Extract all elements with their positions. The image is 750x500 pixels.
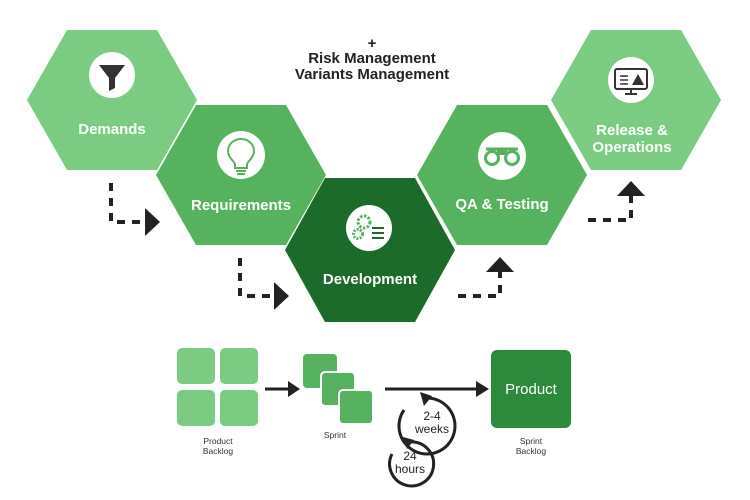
stage-release-operations: Release & Operations xyxy=(551,30,721,170)
increment-label-line2: Backlog xyxy=(516,446,547,456)
stage-demands-label: Demands xyxy=(78,121,146,138)
note-variants-management: Variants Management xyxy=(295,66,449,83)
stage-qa-testing: QA & Testing xyxy=(417,105,587,245)
binoculars-icon xyxy=(478,132,526,180)
connector-demands-to-requirements xyxy=(109,183,160,236)
lightbulb-icon xyxy=(217,131,265,179)
cycle-weeks-line1: 2-4 xyxy=(423,409,441,423)
stage-release-label-line2: Operations xyxy=(592,139,671,156)
backlog-square-3 xyxy=(177,390,215,426)
stage-demands-hex xyxy=(27,30,197,170)
stage-requirements: Requirements xyxy=(156,105,326,245)
product-increment: Product Sprint Backlog xyxy=(491,350,571,456)
product-box xyxy=(491,350,571,428)
backlog-square-1 xyxy=(177,348,215,384)
arrow-sprint-to-product xyxy=(385,381,489,397)
backlog-square-2 xyxy=(220,348,258,384)
product-backlog: Product Backlog xyxy=(177,348,258,456)
stage-requirements-label: Requirements xyxy=(191,197,291,214)
backlog-label-line1: Product xyxy=(203,436,233,446)
dashed-connectors xyxy=(109,181,645,310)
connector-development-to-qa xyxy=(458,257,514,298)
increment-label-line1: Sprint xyxy=(520,436,543,446)
sprint-stack: Sprint xyxy=(303,354,374,440)
cycle-hours-line2: hours xyxy=(395,462,425,476)
sprint-label: Sprint xyxy=(324,430,347,440)
note-plus: + xyxy=(368,35,377,52)
stage-qa-testing-label: QA & Testing xyxy=(455,196,548,213)
funnel-icon xyxy=(89,52,135,98)
monitor-warning-icon xyxy=(608,57,654,103)
connector-qa-to-release xyxy=(588,181,645,222)
cycle-hours-line1: 24 xyxy=(403,449,417,463)
backlog-label-line2: Backlog xyxy=(203,446,234,456)
stage-release-label-line1: Release & xyxy=(596,122,668,139)
stage-development: Development xyxy=(285,178,455,322)
backlog-square-4 xyxy=(220,390,258,426)
product-box-label: Product xyxy=(505,381,558,398)
stage-demands: Demands xyxy=(27,30,197,170)
sprint-card-front xyxy=(338,389,374,425)
stage-development-label: Development xyxy=(323,271,417,288)
connector-requirements-to-development xyxy=(238,258,289,310)
gears-icon xyxy=(346,205,392,251)
top-note: + Risk Management Variants Management xyxy=(295,35,449,83)
cycle-weeks-line2: weeks xyxy=(414,422,449,436)
cycle-24-hours: 24 hours xyxy=(388,437,436,488)
cycle-2-4-weeks: 2-4 weeks xyxy=(397,392,457,456)
note-risk-management: Risk Management xyxy=(308,50,436,67)
arrow-backlog-to-sprint xyxy=(265,381,300,397)
